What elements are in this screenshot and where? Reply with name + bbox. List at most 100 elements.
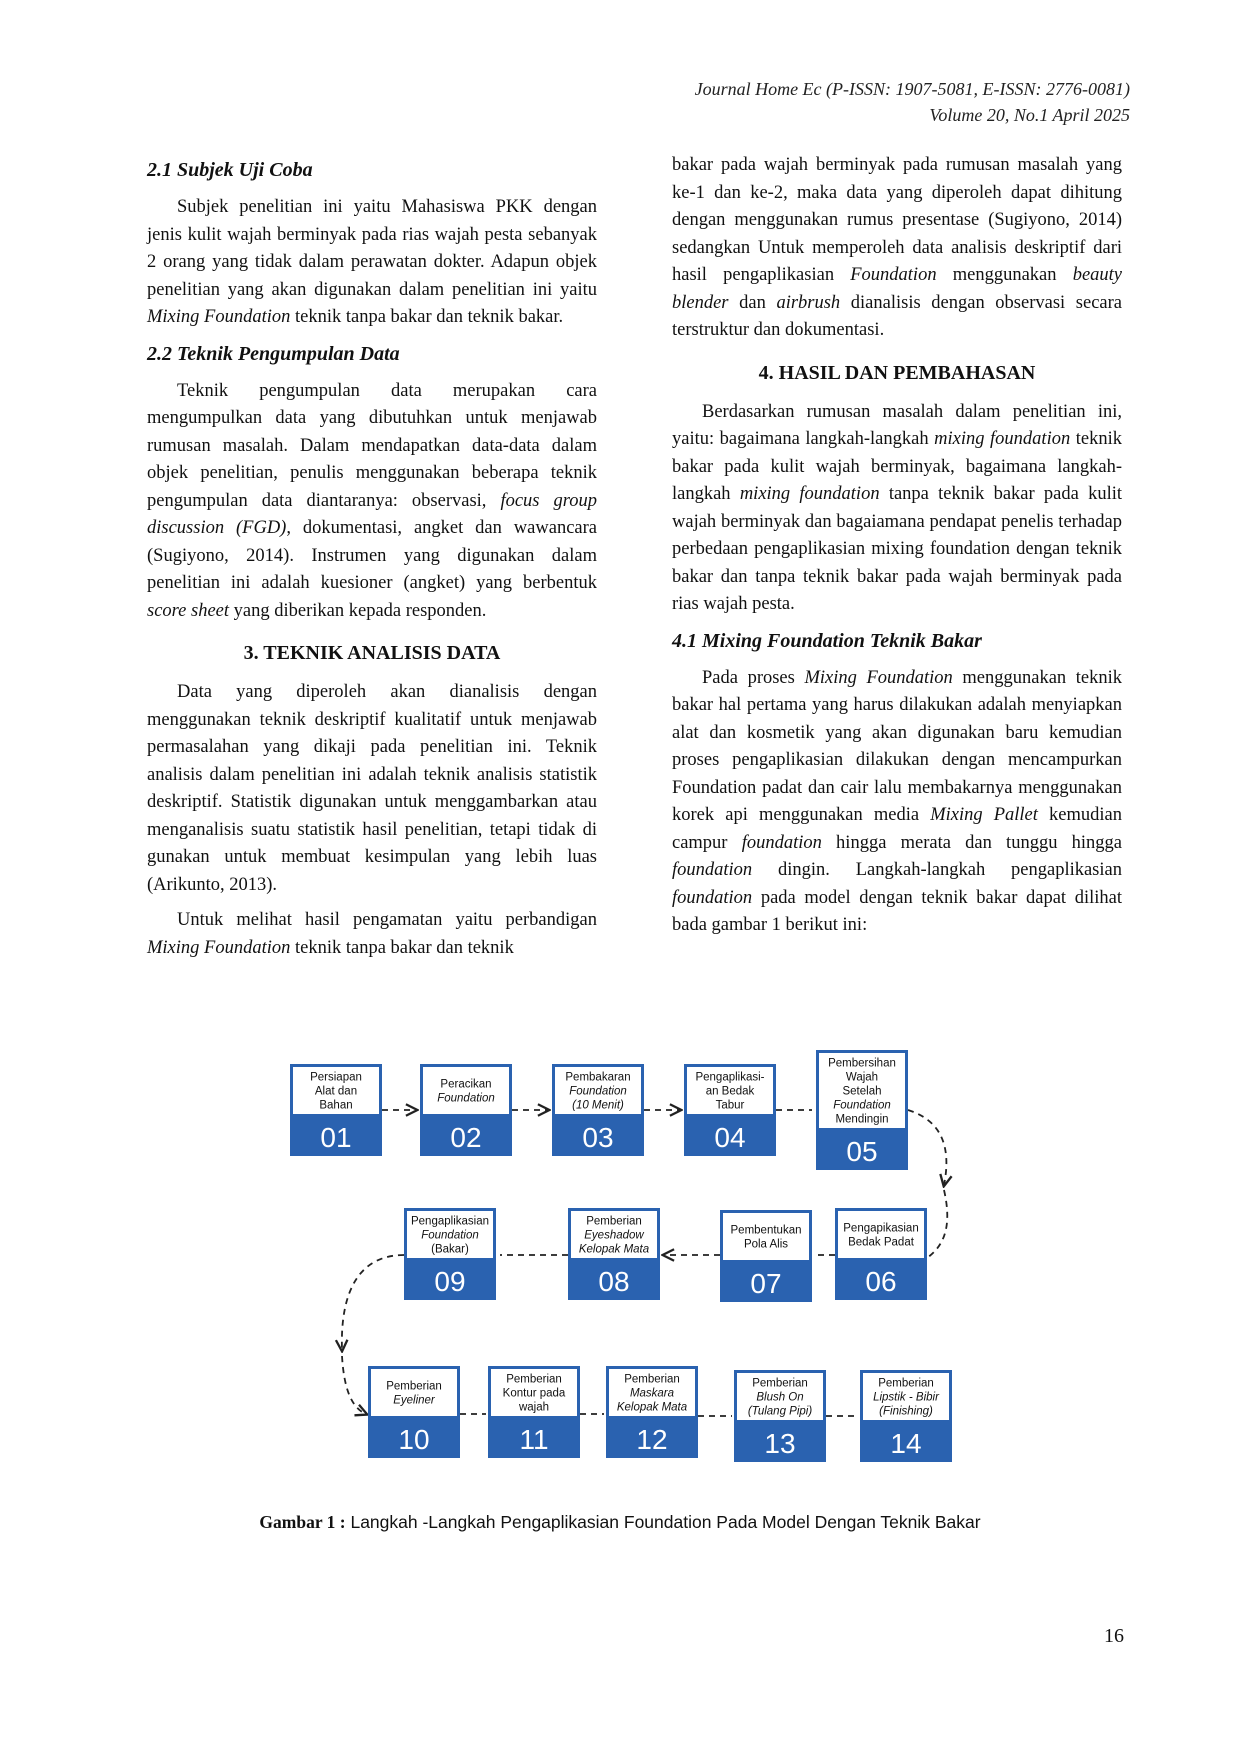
flow-step-label-area — [293, 1067, 379, 1114]
flow-step-label-area — [819, 1053, 905, 1128]
section-heading-3: 3. TEKNIK ANALISIS DATA — [243, 642, 501, 664]
flow-step-label-area — [571, 1211, 657, 1258]
flow-step-number: 13 — [764, 1428, 795, 1459]
paragraph-pengamatan: Untuk melihat hasil pengamatan yaitu per… — [147, 910, 597, 958]
flow-step-number: 06 — [865, 1266, 896, 1297]
connector-09-down — [342, 1254, 405, 1350]
flow-step-label-line: Pola Alis — [744, 1239, 788, 1251]
flow-step-number: 11 — [519, 1424, 548, 1455]
section-heading-4: 4. HASIL DAN PEMBAHASAN — [758, 361, 1036, 384]
flow-step-label-area — [838, 1211, 924, 1258]
figure-caption-text: Langkah -Langkah Pengaplikasian Foundati… — [345, 1512, 981, 1532]
flow-step-label-line: Pembakaran — [565, 1072, 630, 1084]
flow-step-label-area — [491, 1369, 577, 1416]
flow-step-label-line: (10 Menit) — [572, 1100, 624, 1112]
paragraph-hasil: Berdasarkan rumusan masalah dalam peneli… — [672, 401, 1123, 615]
flow-step-05: PembersihanWajahSetelahFoundationMending… — [816, 1050, 908, 1170]
flow-step-label-line: (Finishing) — [879, 1406, 933, 1418]
flow-step-label-area — [609, 1369, 695, 1416]
flow-step-label-area — [407, 1211, 493, 1258]
section-heading-2-2: 2.2 Teknik Pengumpulan Data — [147, 342, 400, 365]
flow-step-label-line: Eyeshadow — [584, 1230, 644, 1242]
flow-step-number: 08 — [598, 1266, 629, 1297]
flow-step-number: 07 — [750, 1268, 781, 1299]
flow-step-label-line: Pengaplikasi- — [695, 1072, 764, 1084]
flow-step-label-area — [723, 1213, 809, 1260]
flow-step-number: 01 — [320, 1122, 351, 1153]
figure-caption-label: Gambar 1 : — [259, 1512, 346, 1532]
flow-step-label-line: Maskara — [630, 1388, 674, 1400]
flow-step-number: 09 — [434, 1266, 465, 1297]
section-heading-4-1: 4.1 Mixing Foundation Teknik Bakar — [672, 629, 982, 652]
flow-step-label-line: Pemberian — [752, 1378, 808, 1390]
flow-step-label-line: Kontur pada — [503, 1388, 566, 1400]
flow-step-label-line: Tabur — [716, 1100, 745, 1112]
flow-step-label-line: Pemberian — [386, 1381, 442, 1393]
section-heading-2-1: 2.1 Subjek Uji Coba — [147, 159, 313, 181]
flow-step-label-line: Bahan — [319, 1100, 352, 1112]
flow-step-label-area — [555, 1067, 641, 1114]
paragraph-continued: bakar pada wajah berminyak pada rumusan … — [672, 155, 1122, 340]
flow-step-label-line: Mendingin — [835, 1114, 888, 1126]
flow-step-label-line: Pengaplikasian — [411, 1216, 489, 1228]
flow-step-label-line: Foundation — [833, 1100, 891, 1112]
flow-step-label-line: an Bedak — [706, 1086, 755, 1098]
paragraph-teknik-bakar: Pada proses Mixing Foundation menggunaka… — [672, 667, 1123, 936]
figure-caption: Gambar 1 : Langkah -Langkah Pengaplikasi… — [80, 1510, 1160, 1534]
flow-step-number: 14 — [890, 1428, 921, 1459]
flow-step-number: 03 — [582, 1122, 613, 1153]
flow-step-number: 02 — [450, 1122, 481, 1153]
flow-step-label-line: Peracikan — [440, 1079, 491, 1091]
flow-step-number: 04 — [714, 1122, 745, 1153]
page-number: 16 — [1104, 1625, 1124, 1647]
flow-step-label-area — [371, 1369, 457, 1416]
flow-step-label-line: Lipstik - Bibir — [873, 1392, 940, 1404]
flow-step-label-line: Alat dan — [315, 1086, 357, 1098]
flow-step-number: 12 — [636, 1424, 667, 1455]
flow-step-label-line: Bedak Padat — [848, 1237, 915, 1249]
flow-step-label-line: Foundation — [421, 1230, 479, 1242]
flow-step-label-area — [737, 1373, 823, 1420]
connector-down-10 — [341, 1355, 366, 1414]
flow-step-label-line: Pemberian — [624, 1374, 680, 1386]
flow-step-number: 05 — [846, 1136, 877, 1167]
flow-step-label-line: Setelah — [842, 1086, 881, 1098]
flow-step-label-area — [423, 1067, 509, 1114]
paragraph-pengumpulan: Teknik pengumpulan data merupakan cara m… — [147, 380, 597, 621]
flow-step-label-line: Kelopak Mata — [617, 1402, 687, 1414]
flow-step-label-line: (Bakar) — [431, 1244, 469, 1256]
journal-title: Journal Home Ec (P-ISSN: 1907-5081, E-IS… — [694, 79, 1130, 99]
flow-step-label-area — [687, 1067, 773, 1114]
left-column: 2.1 Subjek Uji Coba Subjek penelitian in… — [147, 152, 597, 970]
flow-step-label-line: (Tulang Pipi) — [748, 1406, 813, 1418]
flow-step-label-line: Persiapan — [310, 1072, 362, 1084]
flow-step-label-line: Pembentukan — [731, 1225, 802, 1237]
right-column: bakar pada wajah berminyak pada rumusan … — [672, 152, 1122, 948]
flow-step-label-line: Foundation — [569, 1086, 627, 1098]
flow-connectors — [341, 1109, 947, 1417]
journal-header: Journal Home Ec (P-ISSN: 1907-5081, E-IS… — [430, 76, 1130, 128]
flow-step-label-line: Pemberian — [506, 1374, 562, 1386]
flow-step-label-line: Eyeliner — [393, 1395, 436, 1407]
flow-step-label-line: Kelopak Mata — [579, 1244, 649, 1256]
flow-step-label-area — [863, 1373, 949, 1420]
journal-volume: Volume 20, No.1 April 2025 — [929, 105, 1130, 125]
flow-step-label-line: Pengapikasian — [843, 1223, 918, 1235]
flow-step-label-line: Pemberian — [878, 1378, 934, 1390]
connector-05-down — [907, 1109, 946, 1185]
